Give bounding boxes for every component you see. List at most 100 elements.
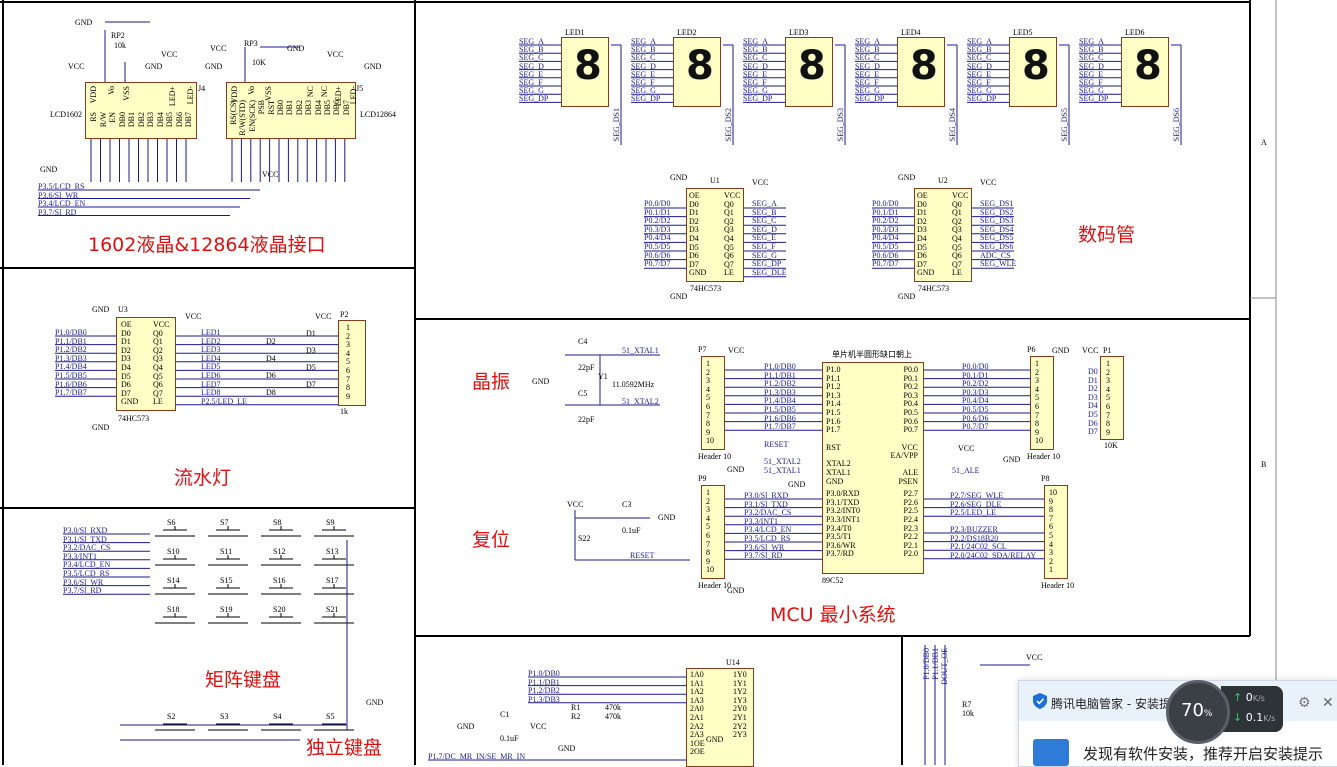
- mcu-p2-net: P2.5/LED_LE: [950, 508, 996, 518]
- seg-input-net: P0.2/D2: [872, 216, 899, 226]
- connector-p2: [338, 320, 366, 406]
- close-icon[interactable]: ✕: [1322, 695, 1334, 711]
- mcu-pin: P1.2: [826, 382, 841, 392]
- key-ref: S3: [220, 712, 229, 721]
- header-pin: 1: [1106, 359, 1110, 368]
- j4-pin: VDD: [89, 86, 98, 104]
- chip-pin: Q3: [153, 354, 163, 364]
- chip-ref: U1: [710, 176, 720, 185]
- switch-ref: S22: [578, 534, 591, 543]
- title-matrix: 矩阵键盘: [205, 669, 282, 691]
- seg-input-net: P0.0/D0: [872, 199, 899, 208]
- header-pin: 3: [1106, 376, 1110, 386]
- key-net-label: P3.6/Sl_WR: [63, 577, 104, 587]
- seg-output-net: SEG_WLE: [980, 259, 1017, 269]
- seg-ds-label: SEG_DS2: [724, 108, 733, 142]
- seg-net-label: SEG_D: [967, 61, 992, 71]
- chip-pin: Q7: [724, 259, 734, 269]
- mcu-caption: 单片机半圆形缺口朝上: [832, 350, 912, 359]
- led-input-net: P1.5/DB5: [55, 371, 87, 380]
- seg-net-label: SEG_F: [855, 78, 879, 87]
- cap-value: 0.1uF: [500, 734, 519, 743]
- mcu-pin: P3.7/RD: [826, 549, 854, 559]
- mcu-pin: P3.3/INT1: [826, 515, 860, 524]
- net-reset: RESET: [630, 551, 655, 560]
- chip-ref: U3: [118, 305, 128, 314]
- network-speed-widget[interactable]: ↑ 0K/s ↓ 0.1K/s 70%: [1166, 680, 1286, 744]
- chip-pin: 2OE: [690, 747, 705, 757]
- mcu-pin: P0.5: [903, 408, 918, 417]
- mcu-p1-net: P1.4/DB4: [764, 396, 796, 406]
- header-pin: 3: [706, 376, 710, 386]
- seg-net-label: SEG_D: [743, 61, 768, 71]
- header-pin: 7: [1106, 410, 1110, 420]
- mcu-pin: P1.5: [826, 408, 841, 417]
- seg-net-label: SEG_E: [743, 69, 767, 79]
- memory-usage-ring[interactable]: 70%: [1166, 680, 1230, 744]
- led-input-net: P1.4/DB4: [55, 362, 87, 372]
- mcu-p2-net: P2.6/SEG_DLE: [950, 499, 1002, 509]
- mcu-p1-net: P1.0/DB0: [764, 362, 796, 371]
- crystal-value: 11.0592MHz: [612, 380, 655, 389]
- seg-input-net: P0.7/D7: [872, 259, 899, 269]
- mcu-p0-net: P0.5/D5: [962, 405, 989, 414]
- chip-pin: GND: [917, 268, 935, 278]
- vcc-label: VCC: [752, 178, 769, 187]
- header-name: Header 10: [1041, 581, 1075, 590]
- bottom-right-net: P1.0/DB0: [922, 648, 931, 680]
- seg-net-label: SEG_E: [967, 69, 991, 79]
- header-name: Header 10: [698, 452, 732, 461]
- mcu-pin: P1.4: [826, 399, 841, 409]
- chip-pin: D1: [689, 208, 699, 218]
- chip-pin: D0: [121, 328, 131, 338]
- mcu-pin: P0.6: [903, 416, 918, 426]
- header-pin: 2: [706, 496, 710, 506]
- key-ref: S9: [326, 518, 335, 527]
- header-name: Header 10: [698, 581, 732, 590]
- seg-net-label: SEG_C: [631, 53, 656, 63]
- header-pin: 9: [1106, 427, 1110, 437]
- header-pin: 5: [1035, 393, 1039, 403]
- header-pin: 4: [706, 513, 710, 523]
- key-ref: S4: [273, 712, 282, 721]
- header-pin: 6: [706, 531, 710, 540]
- chip-pin: D1: [121, 337, 131, 347]
- chip-name: 74HC573: [118, 414, 150, 423]
- chip-74hc573-u3: [116, 317, 176, 411]
- seg-input-net: P0.6/D6: [644, 250, 671, 260]
- seg-output-net: ADC_CS: [980, 250, 1011, 260]
- seg-input-net: P0.4/D4: [644, 233, 671, 243]
- header-p9: [701, 485, 725, 579]
- header-pin: 1: [1035, 359, 1039, 368]
- chip-pin: Q5: [724, 242, 734, 252]
- seg-input-net: P0.4/D4: [872, 233, 899, 243]
- net-xtal1: 51_XTAL1: [622, 346, 659, 355]
- seg-net-label: SEG_DP: [855, 94, 885, 104]
- mcu-p2-net: P2.7/SEG_WLE: [950, 491, 1004, 500]
- lcd-net-label: P3.7/Sl_RD: [38, 207, 77, 217]
- chip-pin: Q7: [153, 388, 163, 398]
- mcu-pin: P2.7: [903, 489, 918, 499]
- bottom-net: P1.7/DC_MR_IN/SE_MR_IN: [428, 752, 526, 761]
- pullup-net: D6: [1088, 418, 1098, 428]
- j4-pin: DB4: [155, 112, 165, 128]
- border-marker-b: B: [1261, 460, 1267, 469]
- chip-pin: D4: [689, 234, 699, 243]
- j5-pin: NC: [320, 86, 329, 98]
- resistor-value: 470k: [605, 703, 621, 712]
- seg-net-label: SEG_D: [1079, 61, 1104, 71]
- seg-input-net: P0.7/D7: [644, 259, 671, 269]
- gnd-label: GND: [287, 44, 305, 53]
- chip-pin: D2: [121, 345, 131, 355]
- resistor-pack-p1: [1100, 356, 1124, 440]
- cap-value: 22pF: [578, 363, 595, 372]
- settings-gear-icon[interactable]: ⚙: [1298, 695, 1311, 711]
- j5-pin: NC: [306, 86, 315, 98]
- chip-pin: Q3: [952, 225, 962, 235]
- seg-net-label: SEG_B: [967, 45, 992, 55]
- led-output-net: LED8: [201, 388, 221, 398]
- vcc-label: VCC: [262, 170, 279, 179]
- segment-digit: 8: [798, 43, 826, 89]
- led-output-net: LED3: [201, 345, 221, 355]
- vcc-label: VCC: [315, 312, 332, 321]
